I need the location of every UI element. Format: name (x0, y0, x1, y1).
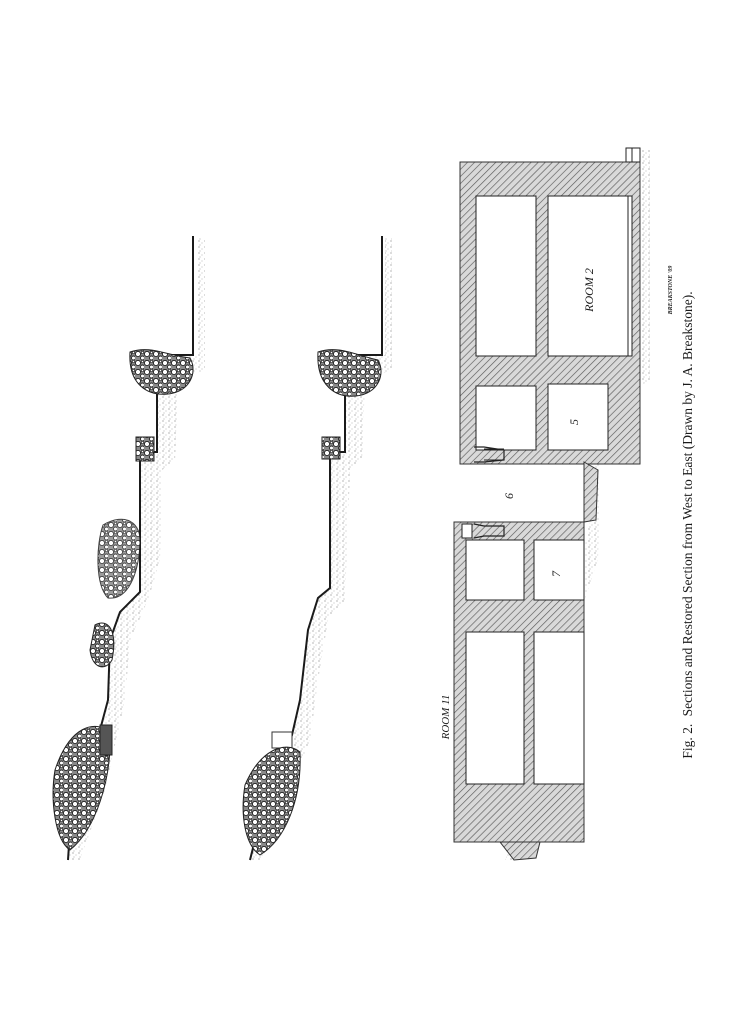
room-6-label: 6 (502, 493, 516, 499)
figure-caption-text: Sections and Restored Section from West … (680, 291, 695, 716)
room-2-label: ROOM 2 (582, 268, 596, 313)
section-1-ruined (52, 236, 205, 861)
room-5-label: 5 (567, 419, 581, 425)
figure-caption-prefix: Fig. 2. (680, 724, 695, 759)
section-2-ruined (242, 236, 392, 861)
artist-signature: BREAKSTONE '09 (668, 266, 674, 316)
section-3-restored (453, 147, 650, 861)
room-11-label: ROOM 11 (440, 695, 452, 741)
room-7-label: 7 (549, 570, 563, 577)
figure-caption: Fig. 2. Sections and Restored Section fr… (680, 291, 695, 758)
